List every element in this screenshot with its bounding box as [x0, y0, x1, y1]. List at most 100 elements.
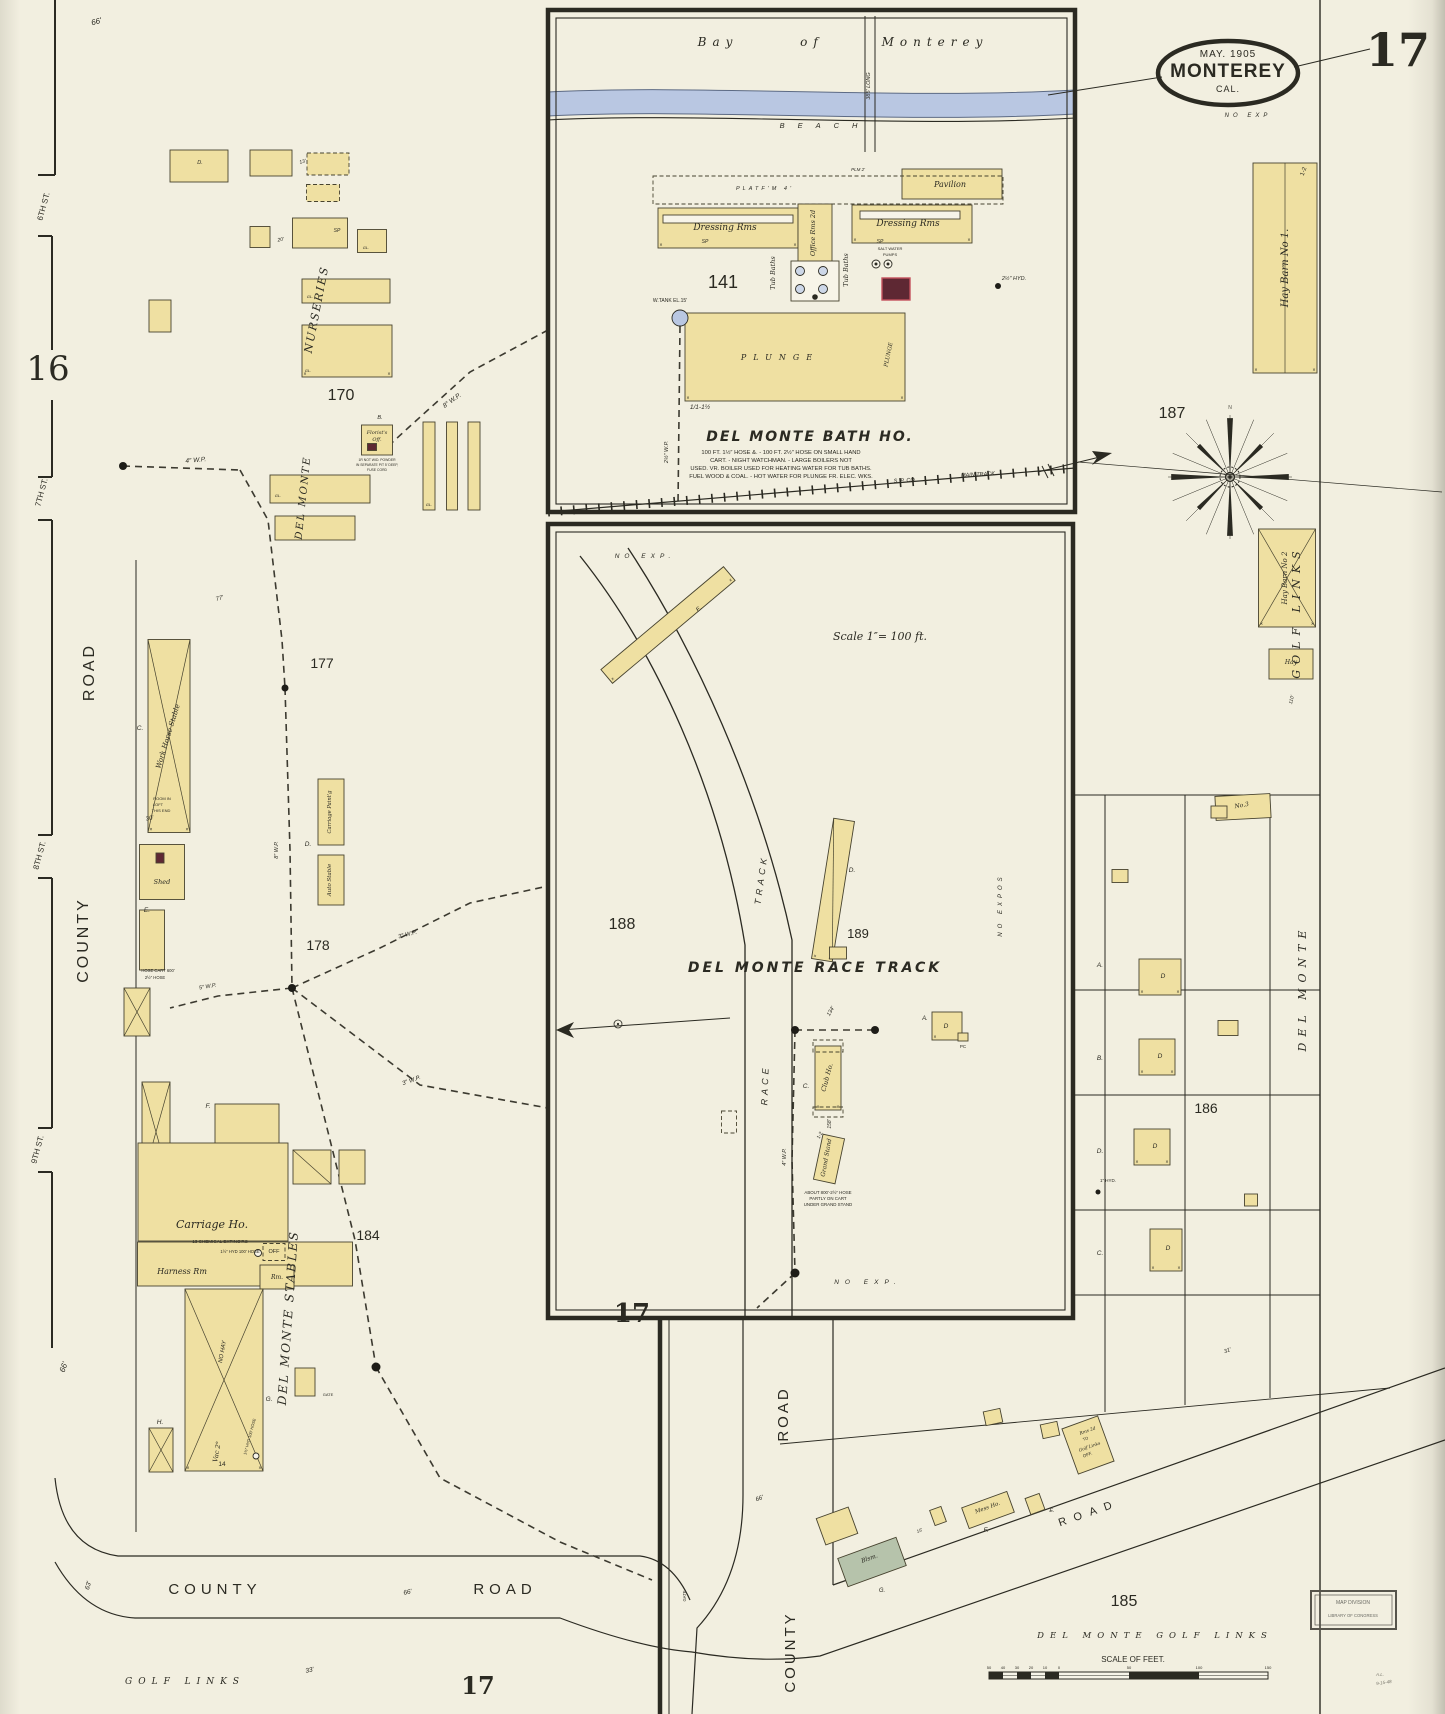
loc-stamp-text: LIBRARY OF CONGRESS — [1328, 1613, 1378, 1618]
harness-wing — [137, 1241, 353, 1287]
office-rooms-label: Office Rms 2d — [809, 210, 817, 256]
plunge: ×× — [684, 312, 906, 402]
letter: D. — [849, 867, 856, 874]
pipe-label: 2½″ W.P. — [663, 441, 670, 464]
sp-mark: SP — [877, 239, 884, 245]
svg-text:×: × — [610, 676, 616, 683]
grand-stand-note: ABOUT 800'-2½″ HOSE — [804, 1190, 851, 1195]
golf-office-label: TO — [1082, 1435, 1089, 1442]
water-pipe — [375, 1366, 653, 1581]
svg-text:×: × — [187, 1466, 190, 1472]
svg-text:0: 0 — [1058, 1665, 1061, 1670]
pier-dim: 385' LONG — [866, 72, 872, 100]
plunge-label: PLUNGE — [883, 342, 894, 369]
scale-of-feet-label: SCALE OF FEET. — [1101, 1655, 1165, 1664]
golf-office-label: Rms 2d — [1078, 1426, 1097, 1437]
block-170: 170 — [328, 387, 355, 404]
svg-text:×: × — [1260, 622, 1263, 628]
fixture-circle — [795, 266, 805, 276]
dim: 63' — [84, 1580, 93, 1591]
work-horse-stable: ×× — [147, 639, 191, 833]
judges-stand — [721, 1110, 737, 1134]
dim: 134' — [826, 1005, 837, 1018]
bath-house-section-border — [545, 7, 1078, 515]
bath-house-section-inner-border — [555, 17, 1068, 505]
dim: 110' — [1288, 694, 1296, 705]
adjacent-sheet-number: 16 — [26, 349, 69, 389]
golf-links-label: GOLF LINKS — [125, 1677, 245, 1687]
svg-text:×: × — [1178, 1266, 1181, 1272]
letter: D — [1158, 1053, 1163, 1060]
letter: F. — [984, 1527, 989, 1534]
hose-cart-house — [123, 987, 151, 1037]
svg-text:×: × — [150, 827, 153, 833]
water-pipe — [791, 1029, 796, 1274]
county-label: COUNTY — [782, 1611, 799, 1692]
svg-text:×: × — [304, 372, 307, 378]
sp-mark: SP — [334, 228, 341, 234]
hydrant-dot — [1095, 1189, 1101, 1195]
fixture-circle — [795, 284, 805, 294]
golf-links-east-label: GOLF LINKS — [1290, 545, 1303, 678]
road — [54, 1561, 693, 1653]
loc-stamp — [1310, 1590, 1397, 1630]
dim: 14 — [218, 1461, 226, 1468]
dim: 20' — [276, 236, 285, 243]
handwritten-note: 9-15-48 — [1376, 1679, 1393, 1686]
grand-stand-note: UNDER GRAND STAND — [804, 1202, 852, 1207]
road-shed — [982, 1407, 1004, 1427]
lot-diagonal — [779, 1387, 1391, 1445]
block-189: 189 — [847, 926, 869, 941]
dim: 77' — [215, 595, 225, 603]
tub-baths-label: Tub Baths — [842, 253, 850, 287]
no-exp-note: NO EXP. — [615, 553, 676, 560]
nursery — [249, 226, 271, 248]
greenhouse-row — [446, 421, 458, 511]
loft-note: LOFT — [153, 802, 164, 807]
bath-house-title: DEL MONTE BATH HO. — [706, 429, 913, 445]
block-188: 188 — [609, 916, 636, 933]
nursery — [306, 184, 340, 202]
platform-label: PLATF'M 4' — [736, 186, 794, 192]
house — [1217, 1020, 1239, 1036]
hydrant-dot — [288, 984, 296, 992]
auto-stable — [317, 854, 345, 906]
carriage-house-wing — [292, 1149, 332, 1185]
room-box — [259, 1264, 295, 1290]
street-9th: 9TH ST. — [29, 1134, 45, 1164]
letter: D — [1166, 1245, 1171, 1252]
carriage-house-note: 1½″ HYD 100' HOSE — [220, 1249, 259, 1254]
sp-mark: SP — [702, 239, 709, 245]
pavilion — [901, 168, 1003, 200]
letter: PC — [960, 1044, 967, 1049]
house — [1210, 805, 1228, 819]
loft-note: ROOM IN — [153, 796, 171, 801]
water-pipe — [677, 325, 681, 506]
salt-water: SALT WATER — [878, 246, 903, 251]
water-pipe — [284, 687, 293, 989]
race-track-section-inner-border — [555, 531, 1066, 1311]
svg-text:×: × — [1136, 1160, 1139, 1166]
carriage-house-wing — [338, 1149, 366, 1185]
svg-text:×: × — [817, 1105, 820, 1111]
grand-stand — [812, 1133, 846, 1185]
nursery — [249, 149, 293, 177]
greenhouse: ×× — [301, 324, 393, 378]
corridor-right — [859, 210, 961, 220]
hay-label: Hay — [1284, 659, 1298, 666]
dim: 1-2 — [816, 1131, 825, 1140]
del-monte-east-label: DEL MONTE — [1296, 925, 1309, 1053]
carriage-painting-label: Carriage Paint'g — [327, 790, 333, 834]
letter: C. — [803, 1083, 810, 1090]
no-hay-note: NO HAY — [218, 1339, 228, 1363]
greenhouse-row — [467, 421, 481, 511]
del-monte-stable: ×× — [184, 1288, 264, 1472]
cluster-house: ×× — [931, 1011, 963, 1041]
dim: 158' — [827, 1118, 833, 1128]
greenhouse-row — [422, 421, 436, 511]
hose-cart-note: HOSE CART 600' — [141, 968, 174, 973]
florist-label: Florist's — [366, 430, 388, 436]
shed-vault — [155, 852, 165, 864]
